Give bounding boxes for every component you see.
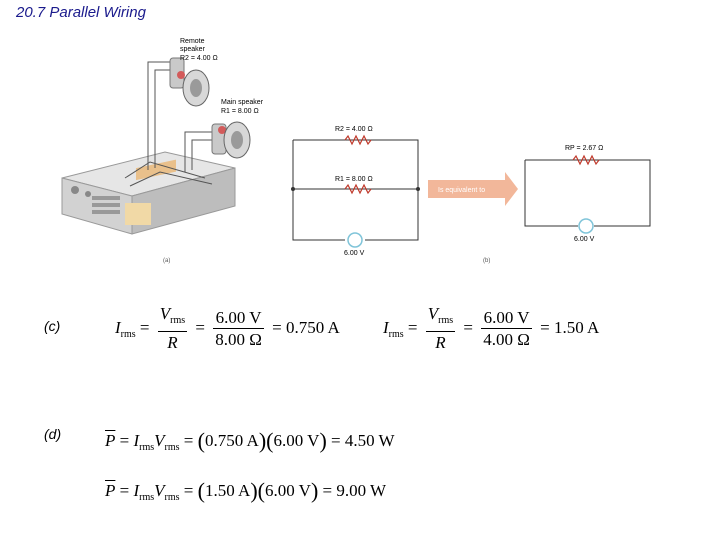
part-d-label: (d) (44, 426, 62, 442)
current-symbol: I (383, 317, 389, 337)
part-c-label: (c) (44, 318, 61, 334)
current-factor: 0.750 A (204, 431, 259, 450)
parallel-circuit (292, 139, 419, 241)
power-equation-main: P = IrmsVrms = (0.750 A)(6.00 V) = 4.50 … (105, 428, 395, 453)
current-result: = 1.50 A (540, 317, 600, 337)
power-result: = 9.00 W (322, 481, 387, 500)
power-symbol: P (105, 431, 116, 450)
caption-a: (a) (163, 258, 170, 264)
voltage-factor: 6.00 V (264, 481, 311, 500)
current-subscript: rms (120, 328, 136, 340)
current-subscript: rms (388, 328, 404, 340)
equivalent-circuit (524, 159, 651, 227)
rp-label: RP = 2.67 Ω (565, 145, 603, 152)
main-speaker-resistance: R1 = 8.00 Ω (221, 108, 259, 115)
remote-speaker-illustration (169, 57, 210, 107)
source-b-voltage: 6.00 V (574, 236, 595, 243)
slide-title: 20.7 Parallel Wiring (16, 4, 146, 21)
power-equation-remote: P = IrmsVrms = (1.50 A)(6.00 V) = 9.00 W (105, 478, 387, 503)
remote-speaker-label-line1: Remote (180, 38, 205, 45)
resistor-r2 (344, 134, 372, 146)
speaker-wires (124, 61, 213, 187)
remote-speaker-resistance: R2 = 4.00 Ω (180, 55, 218, 62)
remote-speaker-label-line2: speaker (180, 46, 206, 53)
circuit-figure: Remote speaker R2 = 4.00 Ω Main speaker … (61, 38, 651, 264)
main-speaker-label: Main speaker (221, 99, 264, 106)
current-symbol: I (115, 317, 121, 337)
caption-b: (b) (483, 258, 490, 264)
equivalence-arrow (428, 172, 518, 206)
current-factor: 1.50 A (204, 481, 251, 500)
equivalence-text: Is equivalent to (438, 187, 485, 194)
r1-label: R1 = 8.00 Ω (335, 176, 373, 183)
main-speaker-illustration (211, 121, 251, 159)
power-symbol: P (105, 481, 116, 500)
resistor-r1 (344, 183, 372, 195)
current-result: = 0.750 A (272, 317, 340, 337)
voltage-factor: 6.00 V (273, 431, 320, 450)
resistor-rp (572, 154, 600, 166)
ac-source-a (347, 232, 363, 248)
ac-source-b (578, 218, 594, 234)
source-a-voltage: 6.00 V (344, 250, 365, 257)
r2-label: R2 = 4.00 Ω (335, 126, 373, 133)
power-result: = 4.50 W (331, 431, 395, 450)
